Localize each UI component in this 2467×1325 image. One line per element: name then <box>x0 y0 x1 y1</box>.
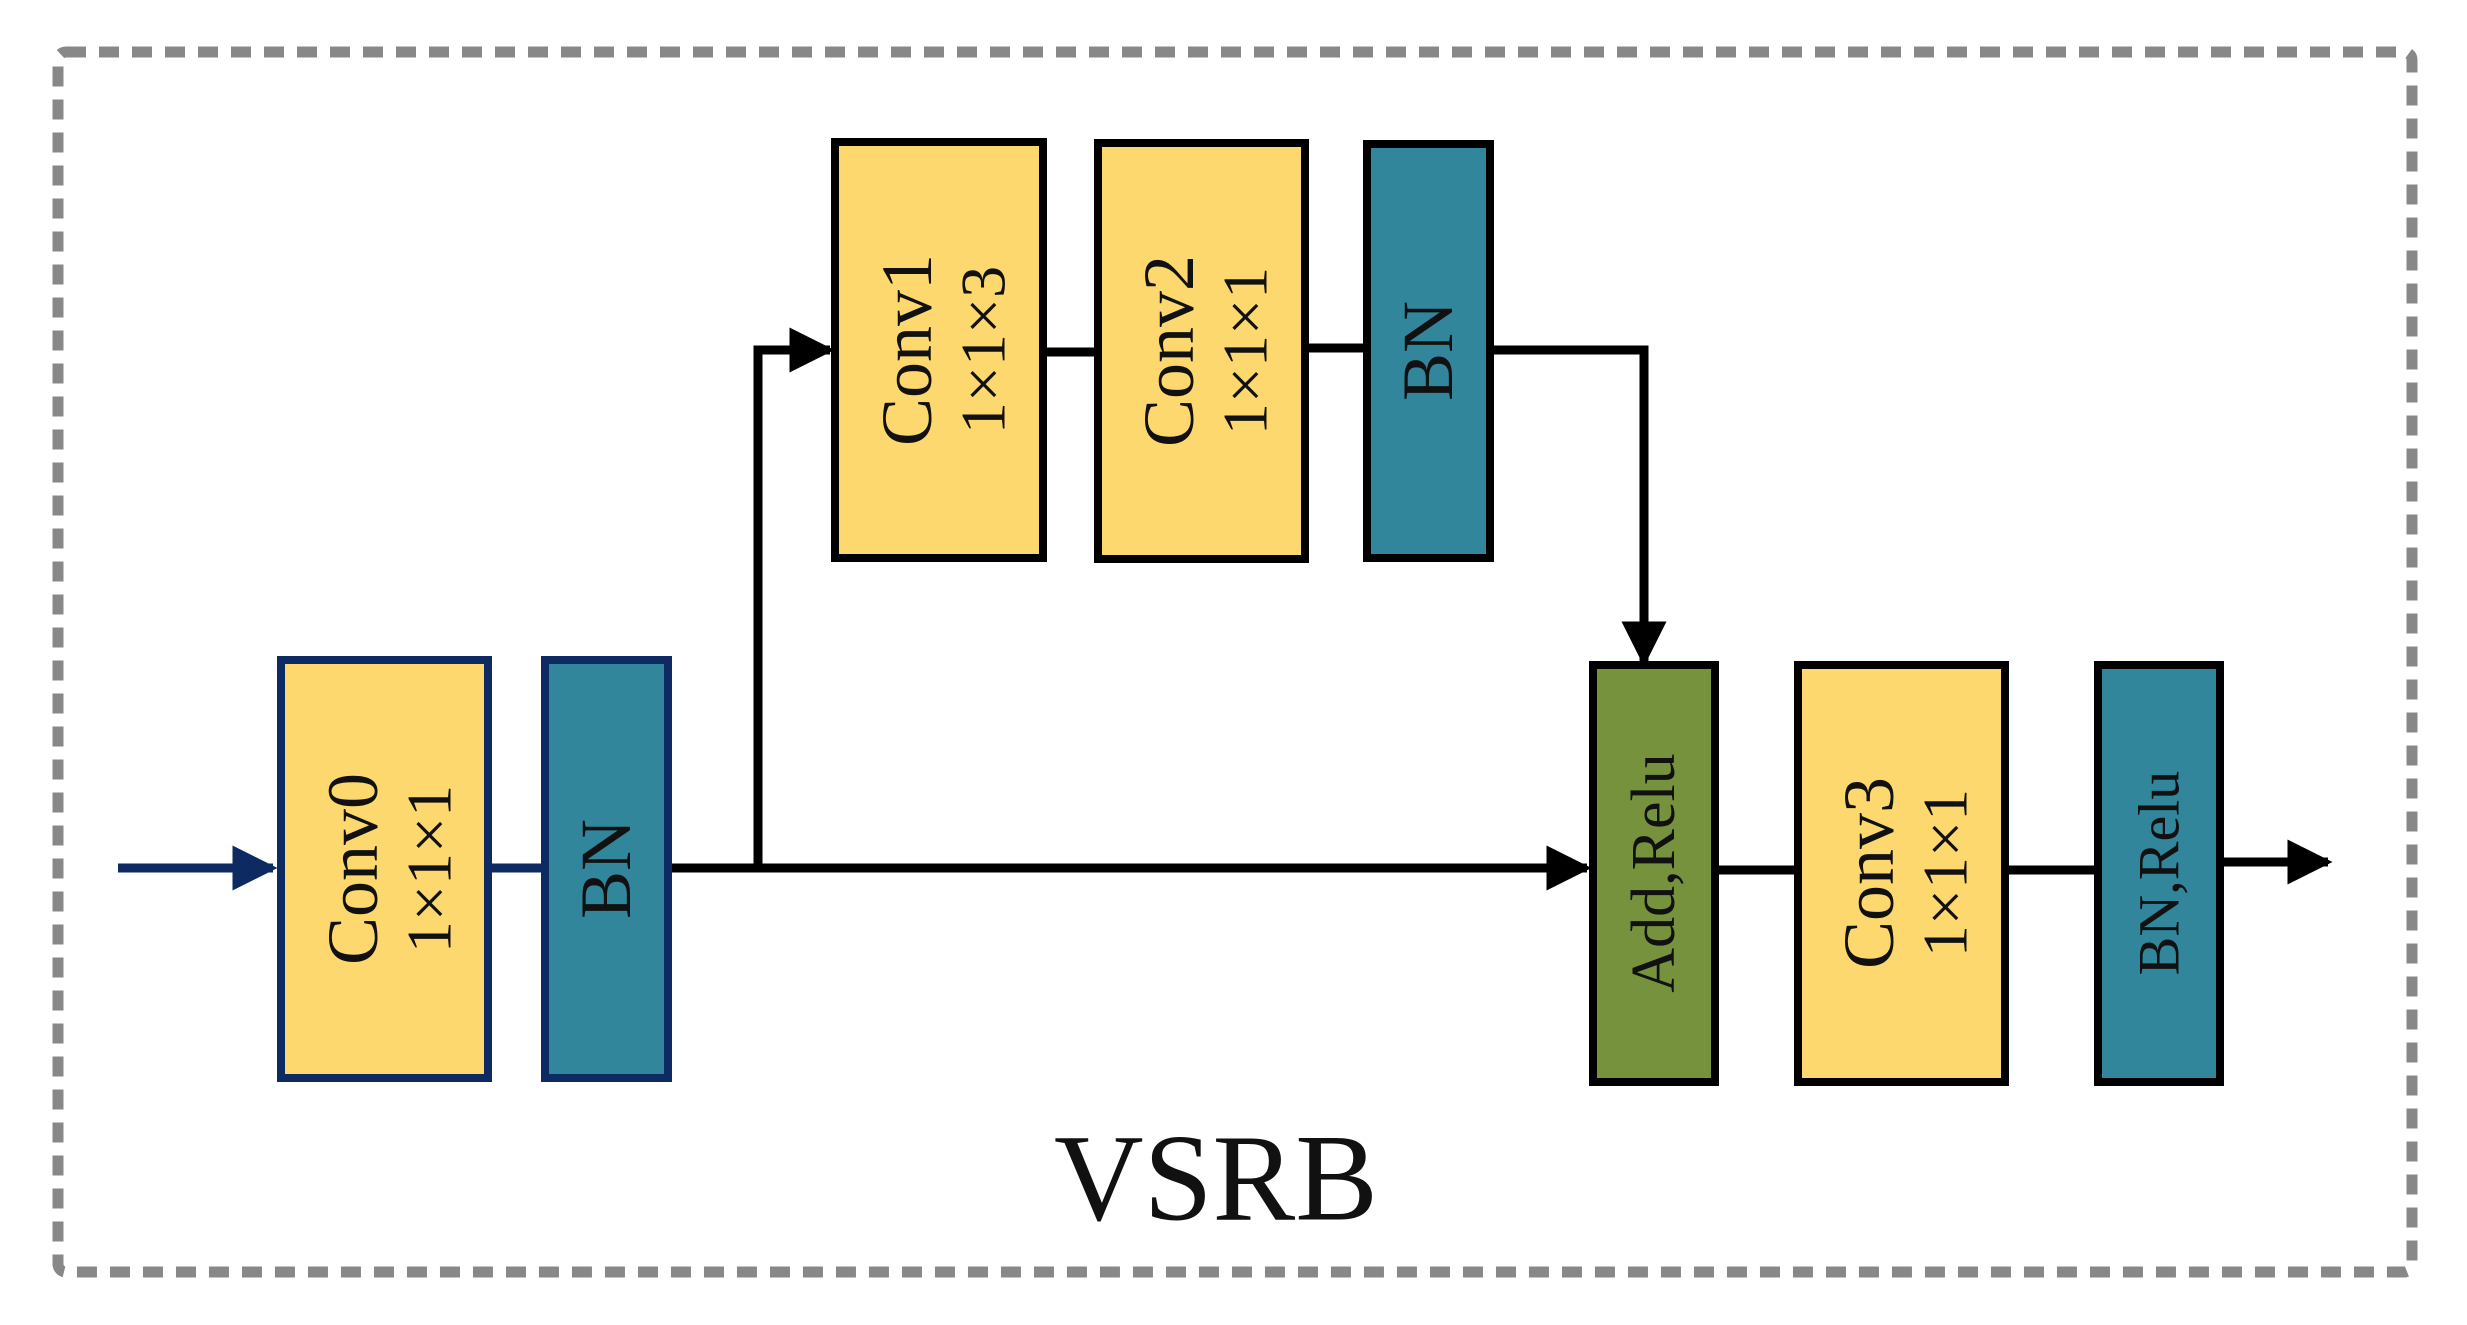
conv0-label: Conv0 <box>313 773 393 965</box>
conv1-label: Conv1 <box>867 254 947 446</box>
add-relu-label: Add,Relu <box>1620 753 1688 992</box>
bn1-block: BN <box>1363 140 1494 562</box>
conv1-kernel: 1×1×3 <box>948 266 1019 434</box>
link-bn1-add-relu <box>1490 345 1667 667</box>
conv2-kernel: 1×1×1 <box>1210 267 1281 435</box>
conv3-kernel: 1×1×1 <box>1910 789 1981 957</box>
connections <box>118 327 2333 891</box>
bn0-label: BN <box>566 819 646 919</box>
bn-relu-block: BN,Relu <box>2094 661 2224 1086</box>
bn0-block: BN <box>541 656 672 1082</box>
diagram-title: VSRB <box>1054 1110 1378 1247</box>
conv1-block: Conv1 1×1×3 <box>831 138 1047 562</box>
bn-relu-label: BN,Relu <box>2127 771 2192 976</box>
conv3-block: Conv3 1×1×1 <box>1794 661 2009 1086</box>
bn1-label: BN <box>1388 301 1468 401</box>
conv2-block: Conv2 1×1×1 <box>1094 139 1309 563</box>
link-branch-conv1 <box>753 327 835 868</box>
vsrb-frame <box>52 46 2418 1278</box>
conv0-kernel: 1×1×1 <box>394 785 465 953</box>
add-relu-block: Add,Relu <box>1589 661 1719 1086</box>
conv0-block: Conv0 1×1×1 <box>277 656 492 1082</box>
conv3-label: Conv3 <box>1829 777 1909 969</box>
conv2-label: Conv2 <box>1129 255 1209 447</box>
